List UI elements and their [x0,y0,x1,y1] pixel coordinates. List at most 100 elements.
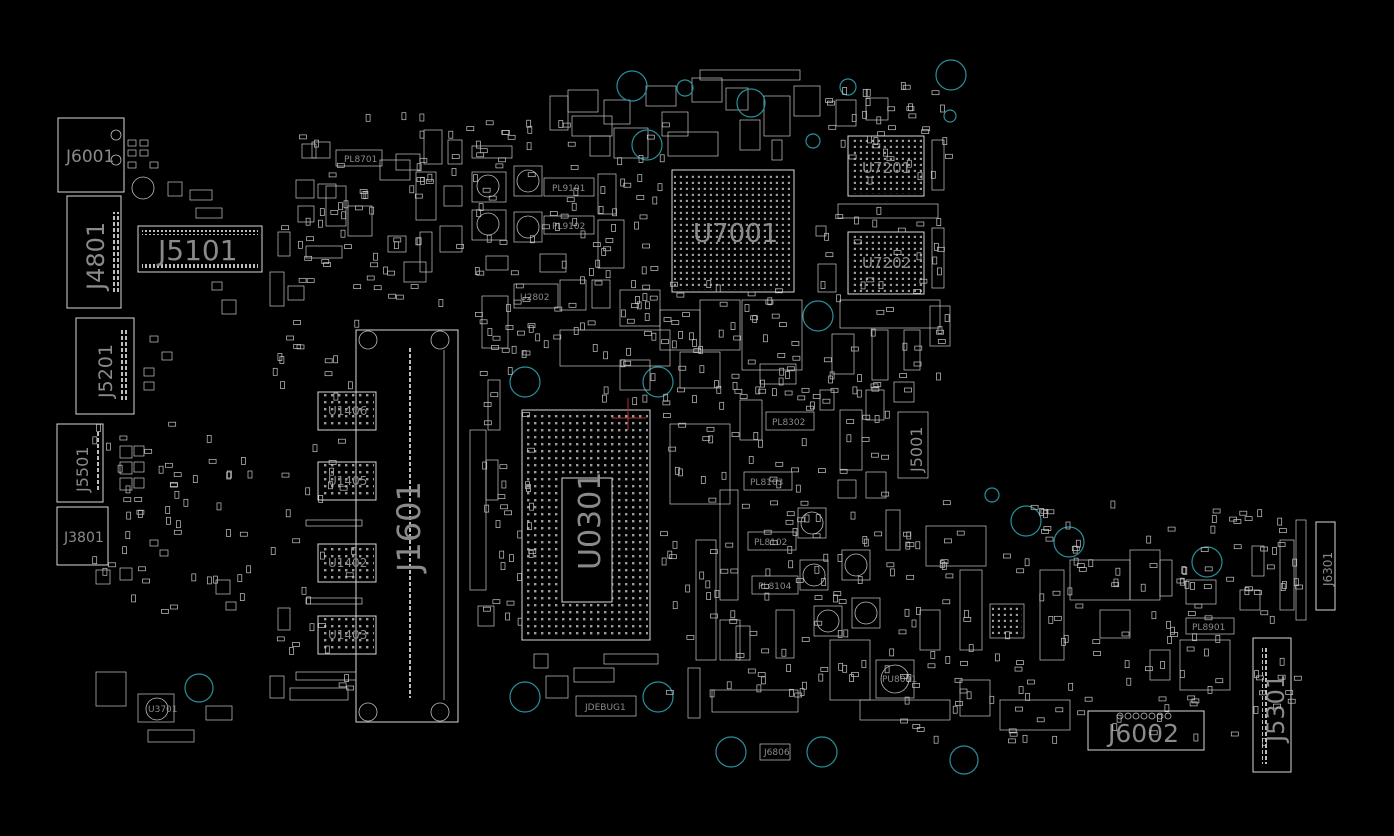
smd-pad [839,468,848,474]
dimm-slot-j1601[interactable]: J1601 [355,329,459,723]
smd-pad [942,500,951,506]
chip-u0301[interactable]: U0301 [521,398,651,641]
smd-pad [1189,701,1198,707]
smd-pad [761,648,770,654]
smd-pad [561,260,567,269]
u0301-label: U0301 [573,472,608,570]
smd-pad [530,235,535,244]
smd-pad [216,502,222,511]
smd-pad [755,386,761,395]
smd-pad [1115,567,1121,576]
smd-pad [1233,544,1242,550]
smd-pad [927,663,936,669]
chip-u7201[interactable]: U7201 [847,135,925,197]
smd-pad [786,511,795,517]
smd-pad [1179,670,1185,678]
smd-pad [1194,603,1203,609]
smd-pad [663,413,671,418]
smd-pad [320,551,325,560]
smd-pad [861,660,867,668]
smd-pad [903,531,911,537]
smd-pad [908,103,913,112]
smd-pad [476,140,481,149]
connector-j5001[interactable]: J5001 [897,411,929,479]
smd-pad [814,595,823,600]
chip-u1406[interactable]: U1406 [317,391,377,431]
smd-pad [863,538,869,547]
smd-pad [318,623,326,628]
smd-pad [911,619,917,628]
smd-pad [916,607,921,615]
smd-pad [1210,525,1216,534]
smd-pad [1211,515,1217,523]
connector-j5201[interactable]: J5201 [75,317,135,415]
smd-pad [931,90,940,96]
chip-u7202[interactable]: U7202 [847,231,925,295]
chip-u1402[interactable]: U1402 [317,543,377,583]
smd-pad [213,575,218,584]
connector-j5301[interactable]: J5301 [1252,637,1292,773]
connector-jdebug1[interactable]: JDEBUG1 [509,653,674,717]
smd-pad [1239,510,1248,516]
smd-pad [672,601,678,610]
smd-pad [587,320,596,326]
smd-pad [623,182,632,188]
smd-pad [321,259,330,264]
connector-j5101[interactable]: J5101 [137,225,263,273]
smd-pad [867,135,872,144]
smd-pad [651,332,657,341]
smd-pad [706,426,715,432]
j5001-label: J5001 [907,427,926,473]
scattered-passives [92,82,1303,747]
smd-pad [535,333,541,342]
smd-pad [92,556,98,565]
connector-j6001[interactable]: J6001 [57,117,125,193]
smd-pad [939,560,945,569]
smd-pad [373,285,382,291]
smd-pad [884,410,890,419]
smd-pad [1179,577,1185,586]
smd-pad [247,470,253,479]
smd-pad [886,156,895,162]
connector-j4801[interactable]: J4801 [66,195,122,309]
smd-pad [1176,578,1185,584]
smd-pad [336,162,345,168]
smd-pad [854,216,859,225]
smd-pad [698,346,703,354]
connector-j3801[interactable]: J3801 [56,506,109,566]
smd-pad [348,381,353,390]
smd-pad [359,189,368,194]
smd-pad [797,517,805,523]
smd-pad [344,674,349,682]
chip-u7001[interactable]: U7001 [671,169,795,293]
smd-pad [1052,735,1058,744]
connector-j6002[interactable]: J6002 [1087,710,1205,751]
connector-j6301[interactable]: J6301 [1315,521,1336,611]
smd-pad [806,405,814,411]
smd-pad [324,371,333,377]
smd-pad [595,259,601,268]
smd-pad [849,674,854,682]
connector-j5501[interactable]: J5501 [56,423,104,503]
j5201-label: J5201 [95,344,117,399]
smd-pad [842,87,847,95]
smd-pad [1157,714,1162,722]
smd-pad [693,348,702,353]
pl8103-label: PL8103 [750,478,783,488]
smd-pad [438,299,444,307]
smd-pad [829,371,835,380]
smd-pad [1215,678,1224,684]
smd-pad [922,126,931,132]
smd-pad [206,435,212,443]
smd-pad [612,208,617,217]
smd-pad [933,242,939,251]
smd-pad [173,529,182,535]
smd-pad [843,629,849,638]
chip-u3701[interactable]: U3701 [95,671,233,743]
smd-pad [241,457,246,465]
chip-u1405[interactable]: U1405 [317,461,377,501]
smd-pad [328,481,333,490]
smd-pad [1014,666,1023,672]
smd-pad [775,288,783,294]
chip-u1403[interactable]: U1403 [317,615,377,655]
